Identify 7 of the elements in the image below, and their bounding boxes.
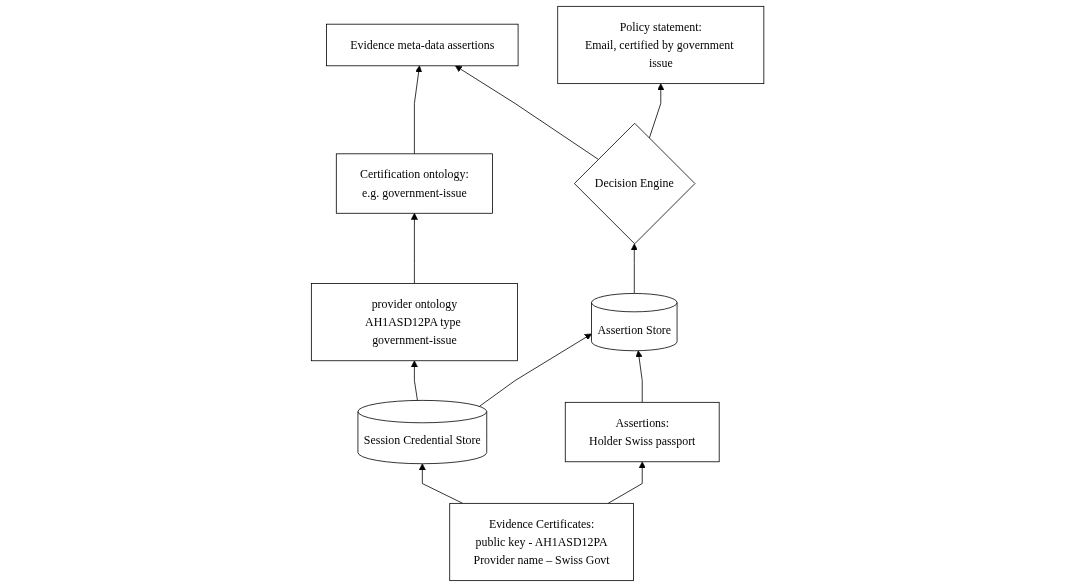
node-diamond: Decision Engine: [574, 122, 696, 245]
node-box: Evidence Certificates: public key - AH1ASD12PA Provider name – Swiss Govt: [449, 502, 635, 582]
node-box: Certification ontology: e.g. government-issue: [336, 153, 494, 214]
node-box: provider ontology AH1ASD12PA type government-issue: [311, 283, 519, 362]
node-box: Assertions: Holder Swiss passport: [565, 401, 720, 463]
node-box: Evidence meta-data assertions: [326, 23, 519, 67]
node-box: Policy statement: Email, certified by government issue: [557, 5, 765, 85]
